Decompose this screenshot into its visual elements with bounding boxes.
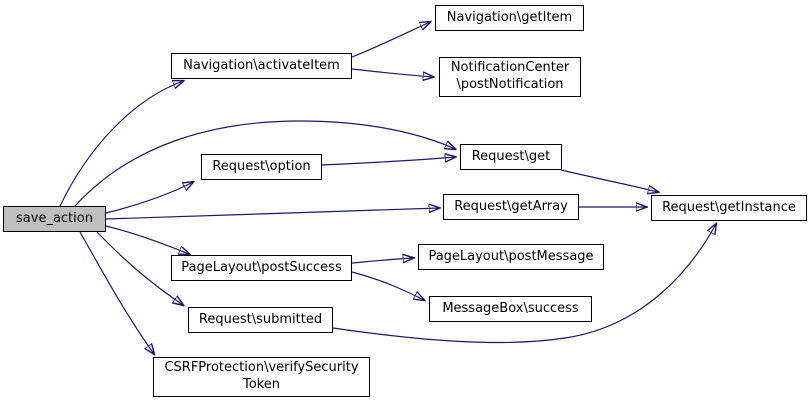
node-label: Token [243,377,280,392]
edge-save_action-to-option [105,182,193,214]
node-label: Navigation\getItem [446,9,573,25]
edge-save_action-to-activateItem [59,81,183,207]
edge-activateItem-to-getItem [351,22,430,58]
edge-save_action-to-submitted [96,231,183,305]
node-request-getinstance[interactable]: Request\getInstance [651,195,807,221]
node-save-action[interactable]: save_action [3,206,106,232]
edge-submitted-to-getInstance [332,224,716,344]
node-label: Request\getInstance [662,199,796,215]
node-navigation-getitem[interactable]: Navigation\getItem [435,5,584,31]
edge-activateItem-to-postNotification [351,68,433,77]
node-label: NotificationCenter [450,60,570,76]
node-label: save_action [16,210,93,226]
node-request-option[interactable]: Request\option [201,154,322,180]
edge-option-to-get [321,157,455,166]
node-label: Request\getArray [454,198,568,214]
edge-save_action-to-getArray [105,208,439,220]
node-label: Navigation\activateItem [183,57,340,73]
node-label: PageLayout\postSuccess [181,259,342,275]
node-label: PageLayout\postMessage [428,248,594,264]
node-label: \postNotification [456,77,564,92]
edge-save_action-to-postSuccess [105,225,189,254]
node-label: CSRFProtection\verifySecurity [164,360,359,376]
node-messagebox-success[interactable]: MessageBox\success [429,296,592,322]
node-pagelayout-postmessage[interactable]: PageLayout\postMessage [418,244,604,270]
edge-save_action-to-verifySecurityToken [79,231,154,354]
node-request-get[interactable]: Request\get [460,144,562,170]
node-label: Request\get [471,148,551,164]
node-csrfprotection-verifysecuritytoken[interactable]: CSRFProtection\verifySecurity Token [153,357,370,397]
edge-postSuccess-to-postMessage [351,258,413,264]
node-label: Request\option [212,158,311,174]
edge-get-to-getInstance [560,169,658,192]
node-pagelayout-postsuccess[interactable]: PageLayout\postSuccess [171,255,352,281]
node-label: MessageBox\success [442,300,579,316]
edge-postSuccess-to-success [351,271,424,300]
node-label: Request\submitted [198,311,323,327]
edge-save_action-to-get [74,120,455,207]
node-navigation-activateitem[interactable]: Navigation\activateItem [171,53,352,79]
node-notificationcenter-postnotification[interactable]: NotificationCenter \postNotification [439,57,581,97]
node-request-getarray[interactable]: Request\getArray [443,194,579,220]
node-request-submitted[interactable]: Request\submitted [188,307,333,333]
